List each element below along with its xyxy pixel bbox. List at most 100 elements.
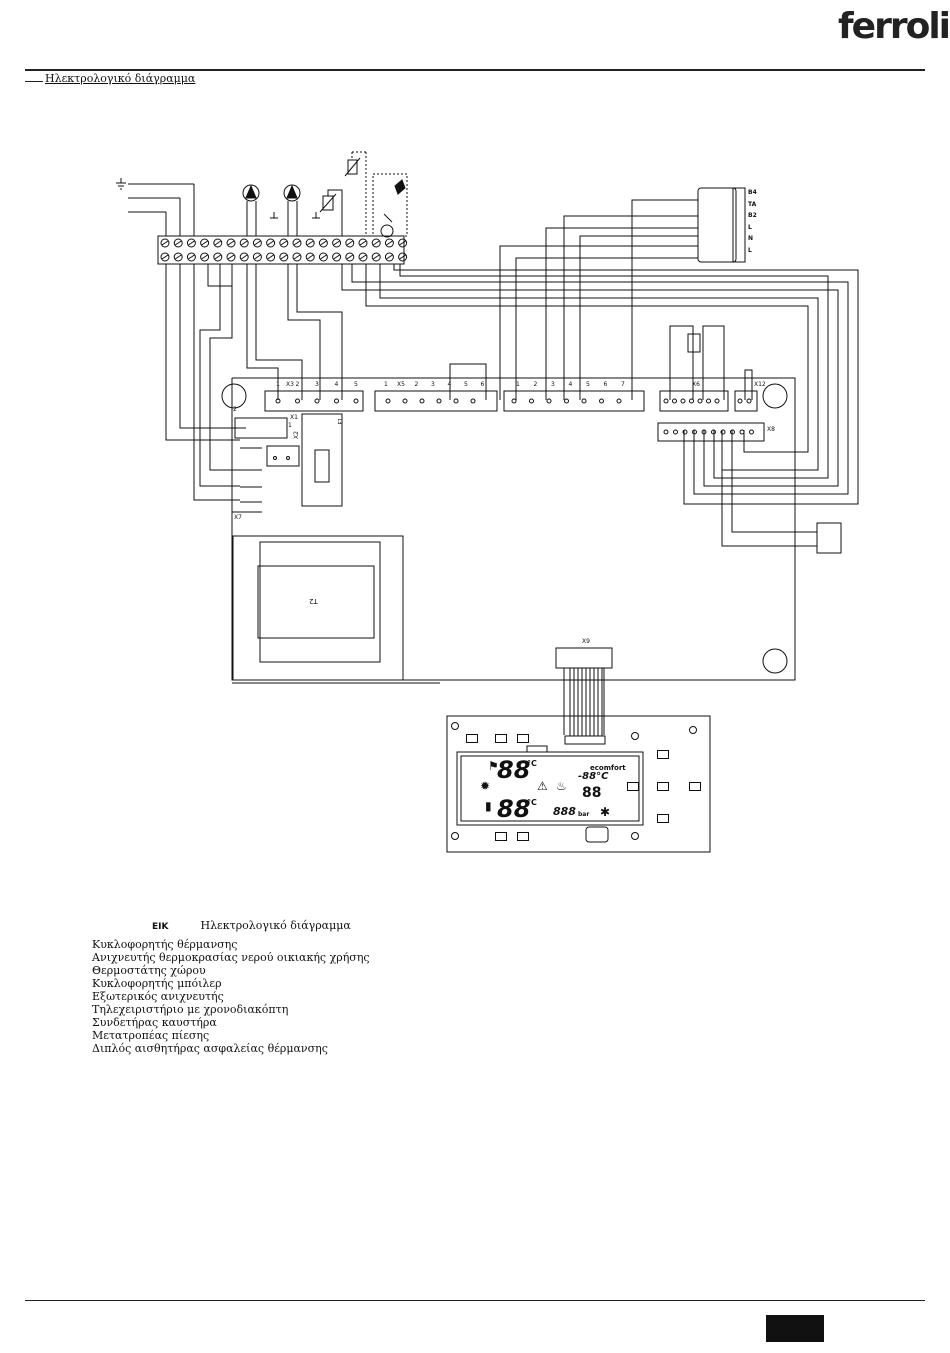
- display-button: [657, 782, 669, 791]
- side-terminal-label: TA: [748, 200, 757, 208]
- x5-pin-label: 4: [447, 381, 452, 388]
- connector-x9: [555, 647, 613, 735]
- display-pressure-unit: bar: [578, 811, 590, 818]
- display-deg-top: °C: [527, 759, 537, 768]
- side-terminal-strip: [697, 187, 746, 263]
- connector-x6: [659, 390, 729, 412]
- x4-pin-label: 5: [586, 381, 590, 388]
- legend-item: Ανιχνευτής θερμοκρασίας νερού οικιακής χ…: [92, 951, 370, 964]
- display-button: [657, 814, 669, 823]
- connector-x12-label: X12: [754, 381, 766, 388]
- display-brand-text: ecomfort: [590, 764, 626, 772]
- x1-pin-label: 2: [233, 406, 237, 413]
- warning-icon: ⚠: [537, 779, 548, 793]
- connector-x6-label: X6: [692, 381, 700, 388]
- flame-icon: ♨: [556, 779, 567, 793]
- connector-x8-label: X8: [767, 426, 775, 433]
- legend-item: Διπλός αισθητήρας ασφαλείας θέρμανσης: [92, 1042, 328, 1055]
- x4-pin-label: 6: [603, 381, 608, 388]
- connector-x4: [503, 390, 645, 412]
- connector-x3: [264, 390, 364, 412]
- mains-supply-lines: [128, 183, 195, 236]
- fuse-f1: [301, 413, 343, 507]
- display-temp-bottom: 88: [497, 795, 531, 823]
- legend-item: Κυκλοφορητής θέρμανσης: [92, 938, 238, 951]
- legend-item: Θερμοστάτης χώρου: [92, 964, 206, 977]
- connector-x8: [657, 422, 765, 442]
- display-board: [446, 715, 711, 853]
- display-button: [517, 832, 529, 841]
- terminal-block: [157, 235, 408, 265]
- side-terminal-label: L: [748, 223, 752, 231]
- x4-pin-label: 7: [621, 381, 625, 388]
- display-button: [495, 832, 507, 841]
- figure-label: ΕΙΚ: [152, 922, 169, 932]
- x3-pin-label: 3: [315, 381, 319, 388]
- connector-x7: [232, 447, 262, 513]
- display-temp-top: 88: [497, 756, 531, 784]
- connector-x3-label: X3: [286, 381, 294, 388]
- x5-pin-label: 3: [431, 381, 435, 388]
- x4-pin-label: 1: [516, 381, 520, 388]
- ground-symbol: [116, 178, 126, 190]
- x3-pin-label: 4: [334, 381, 339, 388]
- screw-hole-icon: [631, 732, 639, 740]
- x4-pin-label: 3: [551, 381, 555, 388]
- screw-hole-icon: [451, 722, 459, 730]
- x3-pin-label: 2: [295, 381, 300, 388]
- x5-pin-label: 5: [464, 381, 468, 388]
- flame-tap-icon: ⚑: [488, 759, 499, 773]
- x4-pin-label: 4: [568, 381, 573, 388]
- display-button: [627, 782, 639, 791]
- outdoor-sensor-symbol: [344, 151, 367, 236]
- pump-ground-symbols: [270, 212, 320, 219]
- screw-hole-icon: [451, 832, 459, 840]
- x3-pin-label: 1: [276, 381, 280, 388]
- legend-item: Συνδετήρας καυστήρα: [92, 1016, 217, 1029]
- connector-x2: [266, 445, 300, 467]
- x5-pin-label: 1: [384, 381, 388, 388]
- side-terminal-label: N: [748, 235, 754, 242]
- legend-item: Εξωτερικός ανιχνευτής: [92, 990, 224, 1003]
- wiring-diagram: [116, 151, 859, 853]
- x3-pin-label: 5: [354, 381, 358, 388]
- display-button: [517, 734, 529, 743]
- side-terminal-label: B2: [748, 212, 757, 219]
- room-thermostat-symbol: [372, 173, 408, 238]
- sun-icon: ✹: [480, 779, 491, 793]
- dhw-sensor-symbol: [319, 189, 343, 236]
- display-button: [495, 734, 507, 743]
- heating-pump-symbol: [242, 184, 260, 236]
- legend-item: Μετατροπέας πίεσης: [92, 1029, 210, 1042]
- remote-control-symbol: [816, 522, 842, 554]
- header-rule: [25, 69, 925, 71]
- x4-pin-label: 2: [533, 381, 538, 388]
- connector-x7-label: X7: [234, 514, 242, 521]
- display-button: [657, 750, 669, 759]
- connector-x12: [734, 390, 758, 412]
- screw-hole-icon: [689, 726, 697, 734]
- boiler-pump-symbol: [283, 184, 301, 236]
- transformer-t2-label: T2: [309, 597, 318, 605]
- display-button: [466, 734, 478, 743]
- section-title: Ηλεκτρολογικό διάγραμμα: [25, 72, 195, 85]
- x5-pin-label: 6: [480, 381, 485, 388]
- display-deg-bottom: °C: [527, 798, 537, 807]
- fuse-f1-label: F1: [337, 417, 345, 425]
- screw-hole-icon: [631, 832, 639, 840]
- page-number-box: [766, 1315, 824, 1342]
- footer-rule: [25, 1300, 925, 1301]
- connector-x2-label: X2: [292, 431, 300, 439]
- x1-pin-label: 1: [288, 422, 292, 429]
- side-terminal-label: B4: [748, 189, 757, 196]
- display-clock: 88: [582, 785, 602, 801]
- connector-x5-label: X5: [397, 381, 405, 388]
- connector-x5: [374, 390, 498, 412]
- ferroli-logo: ferroli: [838, 6, 950, 47]
- transformer-t2: [232, 535, 404, 681]
- connector-x1-label: X1: [290, 414, 298, 421]
- snowflake-icon: ✱: [600, 805, 611, 819]
- display-pressure: 888: [553, 805, 576, 818]
